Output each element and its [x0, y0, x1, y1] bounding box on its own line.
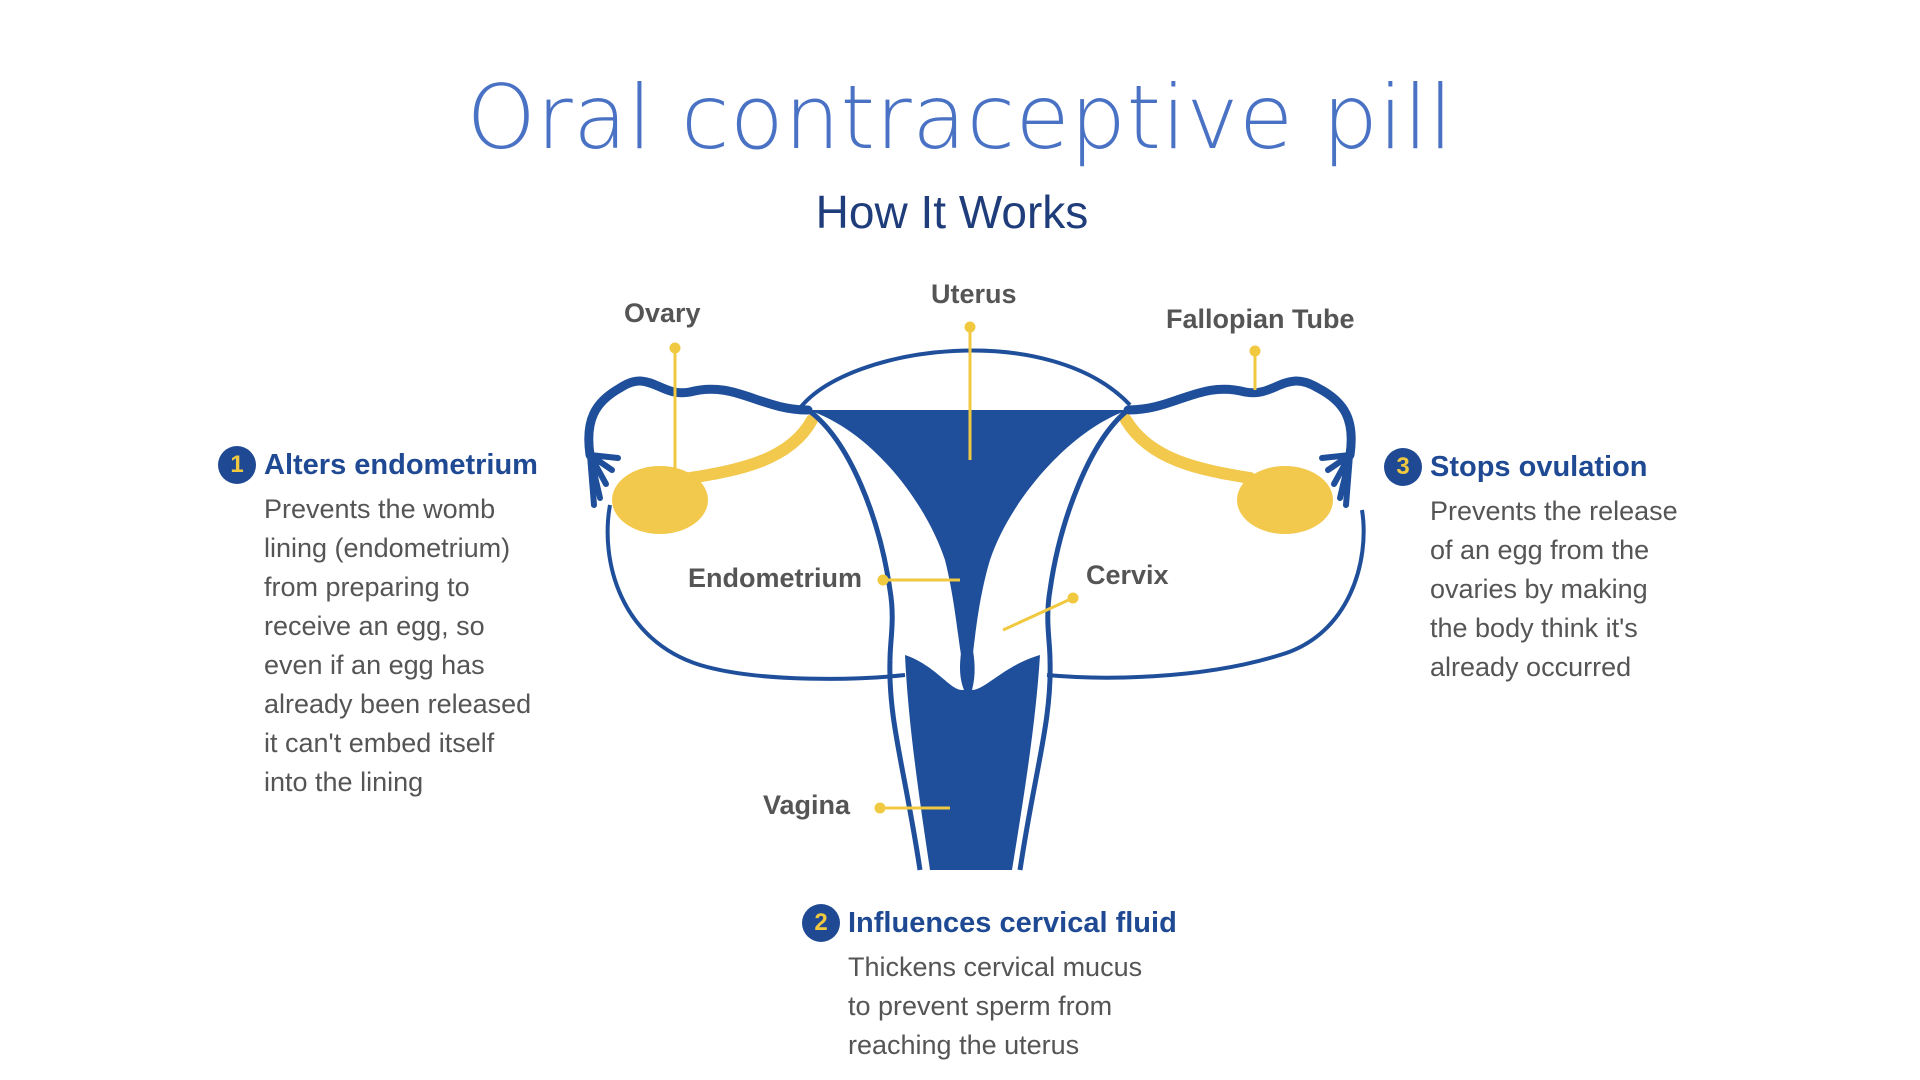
vagina-pointer-dot — [874, 802, 886, 814]
step-description: Thickens cervical mucus to prevent sperm… — [848, 952, 1143, 1060]
right-ovarian-ligament — [1120, 414, 1256, 484]
step-number-badge: 2 — [802, 904, 840, 942]
fallopian-tube-label: Fallopian Tube — [1166, 304, 1355, 334]
fallopian-pointer-dot — [1249, 345, 1261, 357]
step-title: Alters endometrium — [264, 448, 538, 481]
uterus-wall — [806, 407, 1130, 661]
slide-title: Oral contraceptive pill — [466, 66, 1454, 169]
uterus-dome-outline — [798, 348, 1132, 410]
step-number-badge: 3 — [1384, 448, 1422, 486]
cervix-label: Cervix — [1086, 560, 1169, 590]
left-ovary — [612, 466, 708, 534]
step-title: Influences cervical fluid — [848, 906, 1177, 939]
left-ovarian-ligament — [684, 414, 818, 484]
uterus-label: Uterus — [931, 279, 1017, 309]
step-stops-ovulation: 3 Stops ovulation Prevents the release o… — [1384, 448, 1678, 687]
uterine-cavity — [808, 410, 1128, 660]
endometrium-pointer-dot — [877, 574, 889, 586]
cervix-pointer-line — [1002, 596, 1074, 632]
step-influences-cervical-fluid: 2 Influences cervical fluid Thickens cer… — [802, 904, 1177, 1065]
right-fallopian-tube — [1123, 376, 1356, 460]
diagram-subtitle: How It Works — [815, 186, 1089, 238]
cervix-pointer-dot — [1067, 592, 1079, 604]
step-number-badge: 1 — [218, 446, 256, 484]
vagina-wall — [887, 659, 1053, 871]
step-description: Prevents the release of an egg from the … — [1430, 496, 1678, 682]
ovary-pointer-dot — [669, 342, 681, 354]
ovary-label: Ovary — [624, 298, 701, 328]
step-description: Prevents the womb lining (endometrium) f… — [264, 494, 532, 797]
right-fimbriae — [1319, 452, 1353, 508]
vagina-canal — [905, 655, 1040, 870]
uterus-pointer-dot — [964, 321, 976, 333]
right-ovary — [1237, 466, 1333, 534]
left-fallopian-tube — [584, 376, 813, 460]
outer-outline — [605, 504, 1366, 681]
step-title: Stops ovulation — [1430, 450, 1648, 483]
vagina-label: Vagina — [763, 790, 851, 820]
step-alters-endometrium: 1 Alters endometrium Prevents the womb l… — [218, 446, 538, 802]
left-fimbriae — [587, 452, 621, 508]
cervical-canal — [960, 645, 975, 690]
endometrium-label: Endometrium — [688, 563, 863, 593]
